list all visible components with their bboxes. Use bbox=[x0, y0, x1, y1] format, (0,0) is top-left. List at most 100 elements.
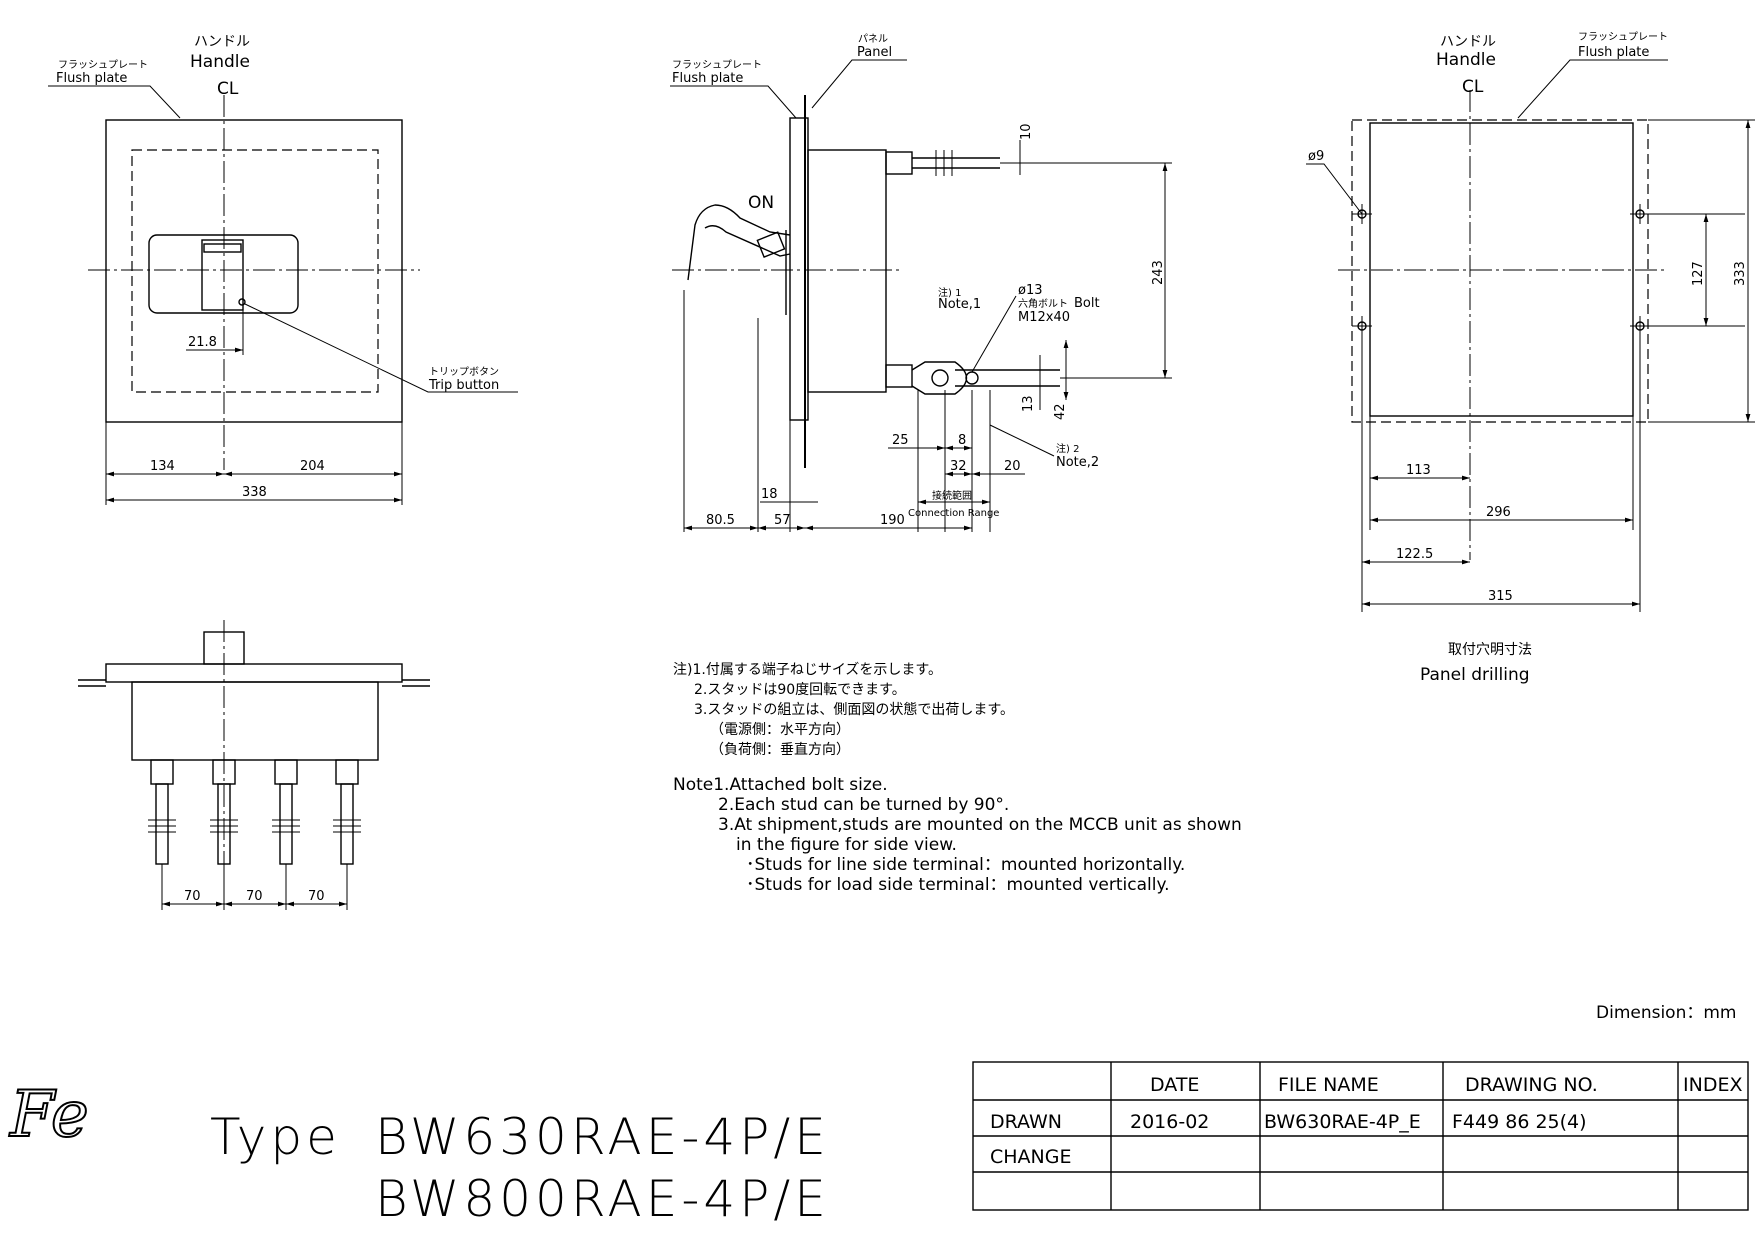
note2-leader bbox=[989, 424, 1055, 457]
note-en-3: 3.At shipment,studs are mounted on the M… bbox=[718, 815, 1242, 835]
stud-top-base bbox=[885, 151, 913, 175]
mount-hole-icon bbox=[1630, 204, 1650, 224]
header-file-name: FILE NAME bbox=[1278, 1074, 1379, 1096]
front-handle-jp: ハンドル bbox=[194, 34, 250, 50]
dim-127-text: 127 bbox=[1691, 261, 1706, 286]
note-en-5: ･Studs for line side terminal：mounted ho… bbox=[746, 855, 1185, 875]
dim-243-text: 243 bbox=[1151, 260, 1166, 285]
row-change-label: CHANGE bbox=[990, 1146, 1072, 1168]
note-jp-3: 3.スタッドの組立は、側面図の状態で出荷します。 bbox=[694, 702, 1014, 718]
note1-jp: 注) 1 bbox=[938, 286, 961, 299]
side-flush-leader bbox=[670, 85, 797, 119]
bottom-flush-plate bbox=[105, 663, 403, 683]
note-en-2: 2.Each stud can be turned by 90°. bbox=[718, 795, 1009, 815]
notes-block: 注)1.付属する端子ねじサイズを示します。 2.スタッドは90度回転できます。 … bbox=[673, 662, 1242, 895]
bottom-view: 70 70 70 bbox=[78, 620, 430, 910]
dim-8-text: 8 bbox=[958, 433, 966, 448]
drilling-flush-label: Flush plate bbox=[1578, 45, 1649, 60]
dim-70c-text: 70 bbox=[308, 889, 325, 904]
bolt-label: Bolt bbox=[1074, 296, 1100, 311]
note2-jp: 注) 2 bbox=[1056, 442, 1079, 455]
bolt-leader bbox=[971, 295, 1017, 373]
row-drawn-file: BW630RAE-4P_E bbox=[1264, 1111, 1421, 1133]
front-view: フラッシュプレート Flush plate ハンドル Handle CL トリッ… bbox=[48, 34, 518, 505]
model-2: BW800RAE-4P/E bbox=[375, 1170, 830, 1228]
trip-button-icon bbox=[238, 298, 246, 306]
note-jp-1: 注)1.付属する端子ねじサイズを示します。 bbox=[673, 662, 942, 678]
stud-bottom-lug bbox=[911, 361, 968, 395]
trip-button-jp: トリップボタン bbox=[429, 366, 499, 378]
dim-315-text: 315 bbox=[1488, 589, 1513, 604]
side-handle bbox=[687, 204, 791, 281]
stud-pole-1 bbox=[148, 759, 176, 865]
dimension-unit: Dimension：mm bbox=[1596, 1003, 1736, 1023]
trip-button-label: Trip button bbox=[428, 378, 499, 393]
dim-190-text: 190 bbox=[880, 513, 905, 528]
front-body-outline bbox=[131, 149, 379, 393]
side-view: ON パネル Panel フラッシュプレート Flush plate 10 24… bbox=[670, 33, 1172, 532]
stud-pole-4 bbox=[333, 759, 361, 865]
front-handle-lever bbox=[201, 239, 244, 311]
panel-jp: パネル bbox=[858, 33, 888, 45]
logo-text: Fe bbox=[9, 1078, 89, 1152]
note-jp-5: （負荷側：垂直方向） bbox=[710, 741, 850, 758]
dim-70b-text: 70 bbox=[246, 889, 263, 904]
connection-range-jp: 接続範囲 bbox=[932, 489, 972, 502]
stud-pole-3 bbox=[272, 759, 300, 865]
bottom-body bbox=[131, 681, 379, 761]
connection-range-label: Connection Range bbox=[908, 508, 999, 519]
dim-42-text: 42 bbox=[1053, 403, 1068, 420]
drilling-cutout bbox=[1369, 122, 1634, 417]
bolt-size: M12x40 bbox=[1018, 310, 1070, 325]
drilling-view: ハンドル Handle CL フラッシュプレート Flush plate ø9 … bbox=[1306, 31, 1755, 685]
dim-70a-text: 70 bbox=[184, 889, 201, 904]
stud-bottom-base bbox=[885, 364, 913, 388]
panel-leader bbox=[811, 59, 907, 109]
note-en-6: ･Studs for load side terminal：mounted ve… bbox=[746, 875, 1170, 895]
drilling-title: Panel drilling bbox=[1420, 665, 1530, 685]
header-index: INDEX bbox=[1683, 1074, 1742, 1096]
front-flush-plate-label: Flush plate bbox=[56, 71, 127, 86]
note-en-4: in the figure for side view. bbox=[736, 835, 957, 855]
dim-total-text: 338 bbox=[242, 485, 267, 500]
dia9-label: ø9 bbox=[1308, 149, 1324, 164]
dia13-label: ø13 bbox=[1018, 283, 1043, 298]
front-flush-plate bbox=[105, 119, 403, 423]
drilling-flush-leader bbox=[1517, 59, 1668, 119]
stud-pole-2 bbox=[210, 759, 238, 865]
dim-32-text: 32 bbox=[950, 459, 967, 474]
row-drawn-label: DRAWN bbox=[990, 1111, 1062, 1133]
dim-20-text: 20 bbox=[1004, 459, 1021, 474]
note-jp-4: （電源側：水平方向） bbox=[710, 722, 850, 738]
dim-right-text: 204 bbox=[300, 459, 325, 474]
type-label: Type bbox=[210, 1108, 341, 1166]
drilling-flush-jp: フラッシュプレート bbox=[1578, 31, 1668, 43]
dim-10-text: 10 bbox=[1019, 123, 1034, 140]
header-drawing-no: DRAWING NO. bbox=[1465, 1074, 1598, 1096]
dim-13-text: 13 bbox=[1021, 395, 1036, 412]
drilling-handle-jp: ハンドル bbox=[1440, 34, 1496, 50]
trip-leader bbox=[244, 303, 518, 393]
dim-1225-text: 122.5 bbox=[1396, 547, 1433, 562]
mount-hole-icon bbox=[1630, 316, 1650, 336]
side-body bbox=[807, 149, 887, 393]
side-handle-grip bbox=[756, 231, 786, 259]
title-block: DATE FILE NAME DRAWING NO. INDEX DRAWN 2… bbox=[972, 1061, 1749, 1211]
dim-57-text: 57 bbox=[774, 513, 791, 528]
drilling-flush-outline bbox=[1351, 119, 1649, 423]
note1-label: Note,1 bbox=[938, 297, 981, 312]
bolt-hole-2 bbox=[965, 371, 979, 385]
side-flush-jp: フラッシュプレート bbox=[672, 59, 762, 71]
dim-296-text: 296 bbox=[1486, 505, 1511, 520]
drilling-title-jp: 取付穴明寸法 bbox=[1448, 642, 1532, 658]
front-handle-label: Handle bbox=[190, 52, 250, 72]
note-jp-2: 2.スタッドは90度回転できます。 bbox=[694, 682, 906, 698]
fe-logo: Fe bbox=[8, 1077, 90, 1153]
dim-left-text: 134 bbox=[150, 459, 175, 474]
panel-label: Panel bbox=[857, 45, 892, 60]
front-flush-plate-jp: フラッシュプレート bbox=[58, 59, 148, 71]
front-flush-leader bbox=[48, 85, 181, 119]
dim-18-text: 18 bbox=[761, 487, 778, 502]
dim-805-text: 80.5 bbox=[706, 513, 735, 528]
